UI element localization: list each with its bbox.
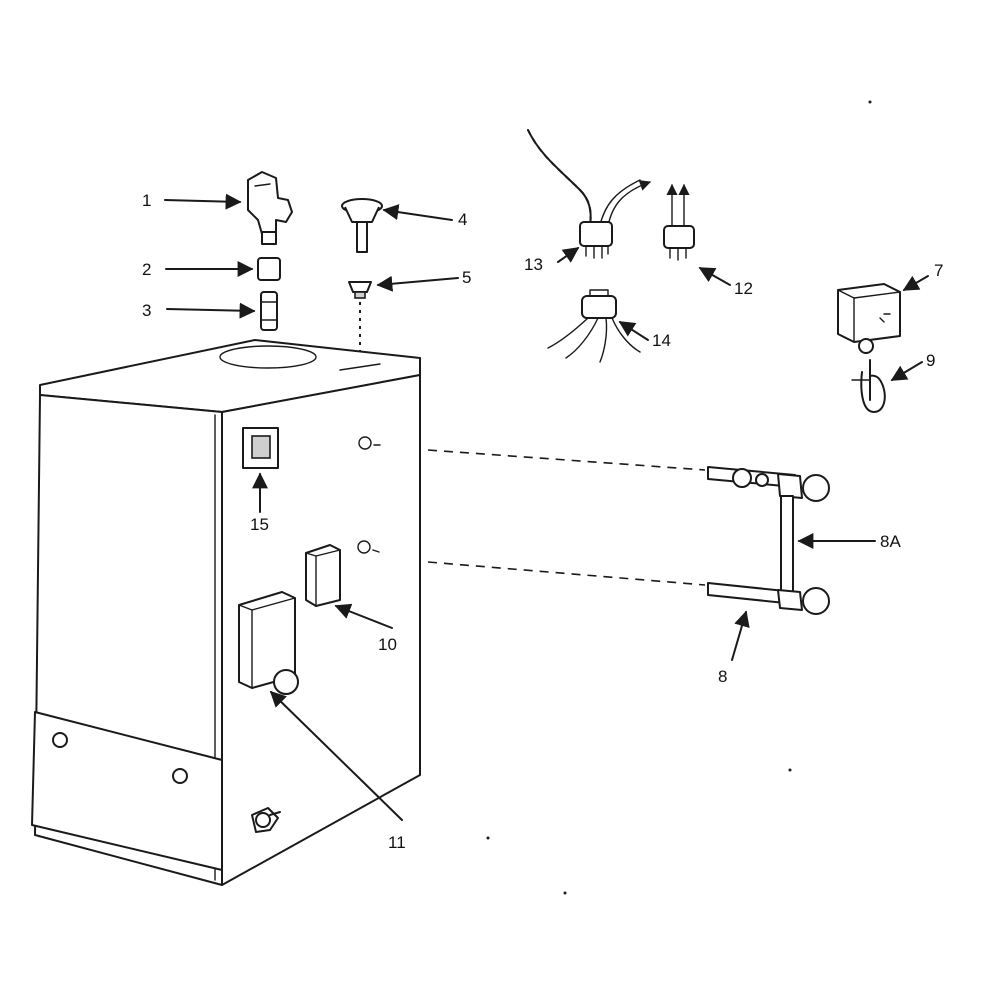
part-3-nipple [166, 291, 278, 331]
side-fitting-lower [357, 540, 380, 554]
part-10-control-box [305, 544, 393, 629]
callout-3: 3 [142, 301, 151, 320]
alignment-line-upper [427, 449, 706, 471]
part-14-plug-harness [547, 289, 649, 363]
callout-10: 10 [378, 635, 397, 654]
callout-8a: 8A [880, 532, 901, 551]
panel-knob-left [52, 732, 68, 748]
callout-9: 9 [926, 351, 935, 370]
part-4-anode-rod [341, 198, 453, 253]
part-8-pointer [731, 610, 750, 661]
lower-access-panel [31, 711, 223, 871]
alignment-line-lower [427, 561, 706, 586]
callout-2: 2 [142, 260, 151, 279]
callout-15: 15 [250, 515, 269, 534]
callout-1: 1 [142, 191, 151, 210]
part-12-plug [663, 183, 731, 286]
callout-4: 4 [458, 210, 467, 229]
drain-valve [251, 807, 281, 833]
callout-11: 11 [388, 833, 406, 852]
cabinet-side-face [221, 374, 421, 886]
part-9-sensor-bulb [851, 359, 923, 413]
panel-knob-right [172, 768, 188, 784]
callout-12: 12 [734, 279, 753, 298]
part-7-thermostat-box [837, 275, 929, 354]
callout-7: 7 [934, 261, 943, 280]
side-fitting-upper [358, 436, 381, 450]
callout-5: 5 [462, 268, 471, 287]
cabinet [31, 339, 421, 886]
part-1-relief-valve [164, 171, 293, 245]
part-5-fitting [348, 275, 459, 352]
part-15-indicator [242, 427, 279, 513]
top-opening [219, 345, 317, 369]
part-2-coupling [165, 257, 281, 281]
callout-14: 14 [652, 331, 671, 350]
callout-13: 13 [524, 255, 543, 274]
part-11-gas-valve [238, 591, 403, 821]
part-8-burner-assembly [427, 449, 830, 615]
part-13-wiring-plug [527, 129, 652, 263]
callout-8: 8 [718, 667, 727, 686]
